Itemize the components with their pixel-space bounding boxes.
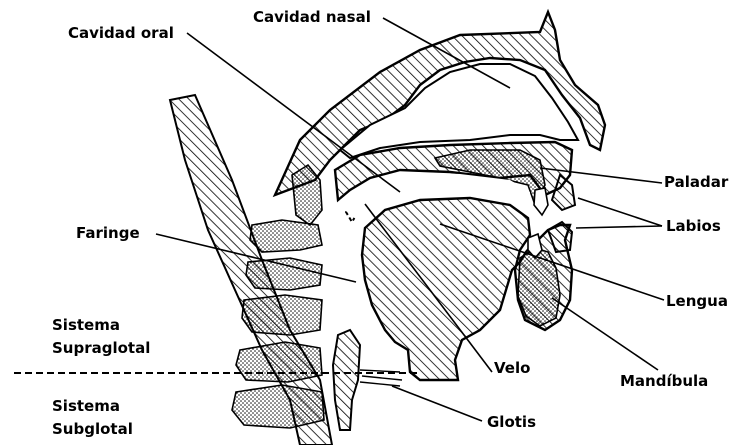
label-sistema-subglotal-line2: Subglotal (52, 420, 133, 438)
pharynx-front-wall (333, 330, 360, 430)
label-sistema-supraglotal-line1: Sistema (52, 316, 120, 334)
label-velo: Velo (494, 359, 530, 377)
label-sistema-supraglotal-line2: Supraglotal (52, 339, 150, 357)
label-mandibula: Mandíbula (620, 372, 708, 390)
label-glotis: Glotis (487, 413, 536, 431)
label-sistema-subglotal-line1: Sistema (52, 397, 120, 415)
label-lengua: Lengua (666, 292, 728, 310)
label-cavidad-oral: Cavidad oral (68, 24, 174, 42)
label-labios: Labios (666, 217, 721, 235)
label-cavidad-nasal: Cavidad nasal (253, 8, 371, 26)
upper-tooth (534, 188, 548, 215)
label-paladar: Paladar (664, 173, 728, 191)
label-faringe: Faringe (76, 224, 140, 242)
